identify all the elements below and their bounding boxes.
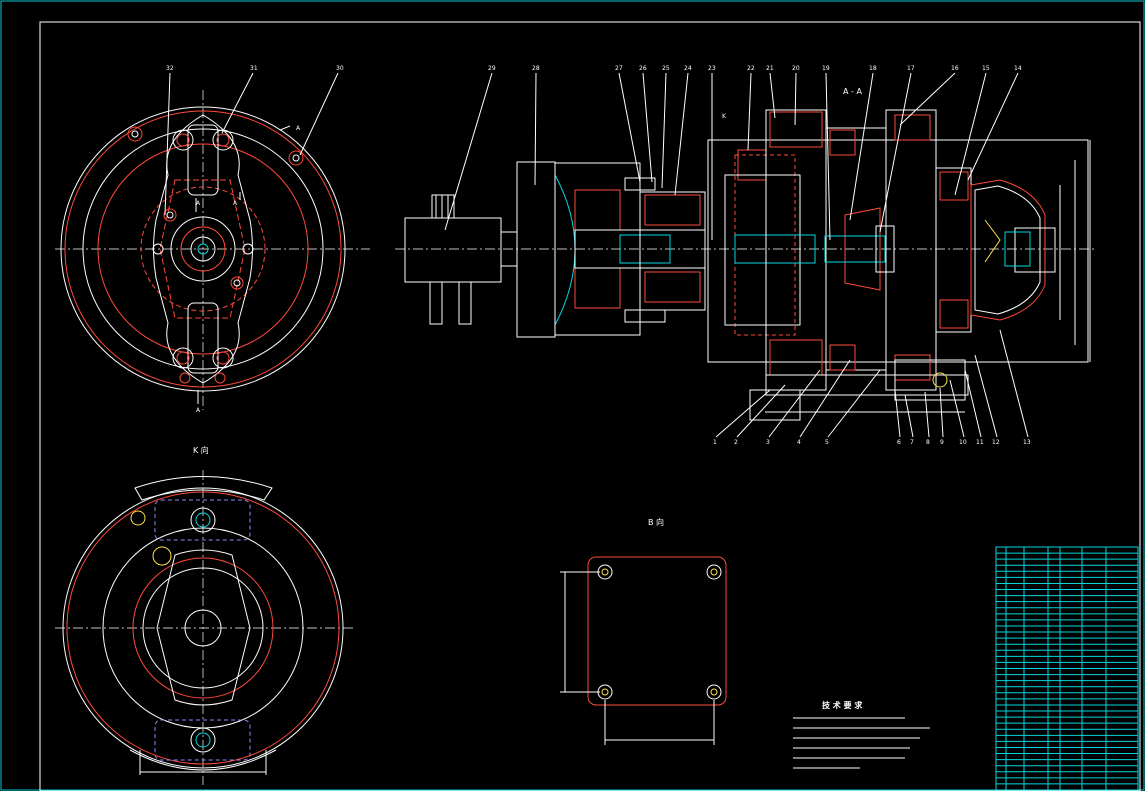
cut-mark-a-4: A	[296, 125, 301, 132]
balloon-3: 3	[766, 439, 770, 446]
balloon-13: 13	[1023, 439, 1031, 446]
balloon-22: 22	[747, 65, 755, 72]
balloon-23: 23	[708, 65, 716, 72]
balloon-15: 15	[982, 65, 990, 72]
balloon-32: 32	[166, 65, 174, 72]
notes-title: 技 术 要 求	[822, 700, 863, 710]
balloon-27: 27	[615, 65, 623, 72]
b-view	[560, 556, 727, 745]
balloon-18: 18	[869, 65, 877, 72]
balloon-31: 31	[250, 65, 258, 72]
balloon-19: 19	[822, 65, 830, 72]
balloon-17: 17	[907, 65, 915, 72]
balloon-5: 5	[825, 439, 829, 446]
balloon-16: 16	[951, 65, 959, 72]
balloon-26: 26	[639, 65, 647, 72]
section-view	[395, 72, 1095, 438]
balloon-30: 30	[336, 65, 344, 72]
front-view	[55, 72, 370, 410]
balloon-10: 10	[959, 439, 967, 446]
technical-notes: 技 术 要 求	[793, 700, 930, 769]
balloon-9: 9	[940, 439, 944, 446]
section-top-balloons: 29 28 27 26 25 24 23 22 21 20 19 18 17 1…	[488, 65, 1022, 72]
balloon-28: 28	[532, 65, 540, 72]
balloon-14: 14	[1014, 65, 1022, 72]
k-view	[55, 470, 355, 785]
balloon-2: 2	[734, 439, 738, 446]
b-view-label: B 向	[648, 517, 664, 527]
balloon-12: 12	[992, 439, 1000, 446]
balloon-11: 11	[976, 439, 984, 446]
section-bottom-balloons: 1 2 3 4 5 6 7 8 9 10 11 12 13	[713, 439, 1031, 446]
k-view-label: K 向	[193, 445, 209, 455]
cut-mark-a-1: A	[196, 200, 201, 207]
cut-mark-a-3: A	[196, 407, 201, 414]
balloon-21: 21	[766, 65, 774, 72]
balloon-6: 6	[897, 439, 901, 446]
drawing-frame	[39, 21, 1141, 791]
k-arrow-label: K	[722, 113, 727, 120]
balloon-1: 1	[713, 439, 717, 446]
cut-mark-a-2: A	[233, 200, 238, 207]
title-block	[995, 546, 1139, 791]
balloon-4: 4	[797, 439, 801, 446]
section-label: A - A	[843, 87, 862, 96]
front-view-balloons: 32 31 30 A A A A	[166, 65, 344, 414]
balloon-29: 29	[488, 65, 496, 72]
balloon-25: 25	[662, 65, 670, 72]
balloon-24: 24	[684, 65, 692, 72]
balloon-20: 20	[792, 65, 800, 72]
balloon-8: 8	[926, 439, 930, 446]
balloon-7: 7	[910, 439, 914, 446]
